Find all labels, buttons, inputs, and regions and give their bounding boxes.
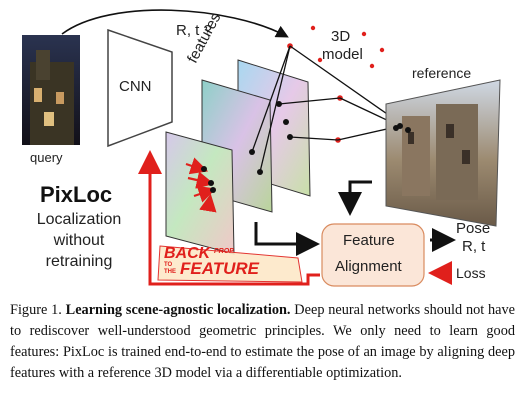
title: PixLoc (40, 182, 113, 207)
reference-to-alignment-arrow (338, 180, 372, 216)
rt-label: R, t ? (176, 22, 212, 39)
subtitle-line: retraining (45, 253, 113, 270)
figure-diagram (22, 9, 501, 287)
figure: query CNN features R, t ? 3D model refer… (22, 9, 501, 287)
cnn-label: CNN (119, 78, 152, 95)
caption-body: Deep neural networks should not have to … (10, 302, 516, 381)
subtitle-line: Localization (36, 211, 122, 228)
subtitle: Localization without retraining (26, 209, 132, 272)
model-label-line1: 3D (331, 28, 351, 45)
cnn-block (107, 28, 173, 148)
backprop-text-back: BACK (164, 245, 211, 262)
feature-alignment-box (321, 223, 425, 287)
subtitle-line: without (53, 232, 105, 249)
alignment-label-line1: Feature (343, 232, 395, 249)
pose-label-line2: R, t (462, 238, 486, 255)
backprop-logo (157, 245, 303, 283)
model-label-line2: model (322, 46, 363, 63)
reference-image (385, 79, 501, 227)
reference-label: reference (412, 65, 472, 81)
pose-label-line1: Pose (456, 220, 491, 237)
backprop-text-feature: FEATURE (180, 259, 260, 278)
backprop-loop (138, 150, 320, 286)
caption-bold: Learning scene-agnostic localization. (65, 302, 291, 318)
backprop-text-to: TO (164, 262, 173, 268)
backprop-text-the: THE (164, 269, 176, 275)
loss-label: Loss (456, 265, 486, 281)
pose-query-arrow (61, 9, 289, 38)
query-image (22, 35, 80, 145)
query-label: query (30, 150, 63, 165)
features-to-alignment-arrow (254, 222, 320, 256)
caption-prefix: Figure 1. (10, 302, 62, 318)
backprop-text-prop: PROP (214, 248, 234, 255)
alignment-label-line2: Alignment (335, 258, 402, 275)
figure-caption: Figure 1. Learning scene-agnostic locali… (10, 300, 515, 384)
